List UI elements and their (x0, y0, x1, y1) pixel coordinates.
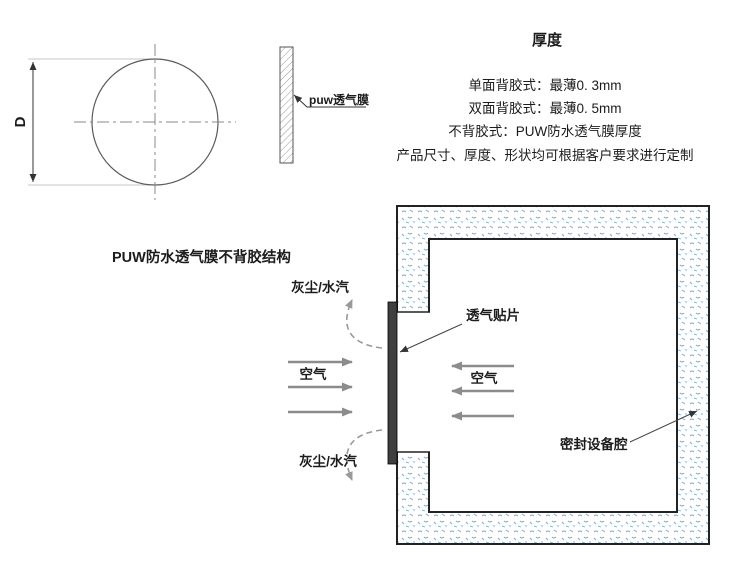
cavity-label: 密封设备腔 (559, 436, 628, 452)
membrane-edge-rect (279, 46, 294, 164)
cavity-leader-line (629, 410, 698, 443)
diameter-dimension-label: D (12, 116, 29, 127)
thickness-block: 厚度 单面背胶式：最薄0. 3mm 双面背胶式：最薄0. 5mm 不背胶式：PU… (397, 31, 694, 163)
thickness-line-1: 单面背胶式：最薄0. 3mm (468, 77, 621, 93)
air-outside-label: 空气 (300, 366, 327, 382)
dust-bottom-label: 灰尘/水汽 (299, 453, 357, 469)
wall-opening (395, 312, 431, 452)
dust-deflect-arrow-top (345, 299, 383, 349)
air-inside-label: 空气 (471, 370, 498, 386)
thickness-line-2: 双面背胶式：最薄0. 5mm (468, 100, 621, 116)
membrane-side-label: puw透气膜 (309, 92, 369, 107)
membrane-front-view: D (12, 44, 236, 200)
patch-label: 透气贴片 (466, 307, 520, 323)
vent-patch (387, 301, 398, 465)
thickness-line-4: 产品尺寸、厚度、形状均可根据客户要求进行定制 (397, 147, 694, 163)
cavity-inner-chamber (428, 238, 678, 513)
dust-deflect-arrow-bottom (345, 429, 383, 481)
air-arrows-outside (288, 357, 353, 417)
dust-top-label: 灰尘/水汽 (291, 279, 349, 295)
cavity-diagram: 空气 空气 灰尘/水汽 灰尘/水汽 透气贴片 密封设备腔 (288, 205, 710, 545)
membrane-side-view: puw透气膜 (279, 46, 369, 164)
membrane-leader-line (293, 94, 366, 108)
structure-caption: PUW防水透气膜不背胶结构 (112, 248, 291, 266)
air-arrows-inside (451, 361, 514, 421)
patch-leader-line (399, 323, 463, 353)
thickness-line-3: 不背胶式：PUW防水透气膜厚度 (448, 123, 642, 139)
thickness-heading: 厚度 (532, 31, 563, 49)
